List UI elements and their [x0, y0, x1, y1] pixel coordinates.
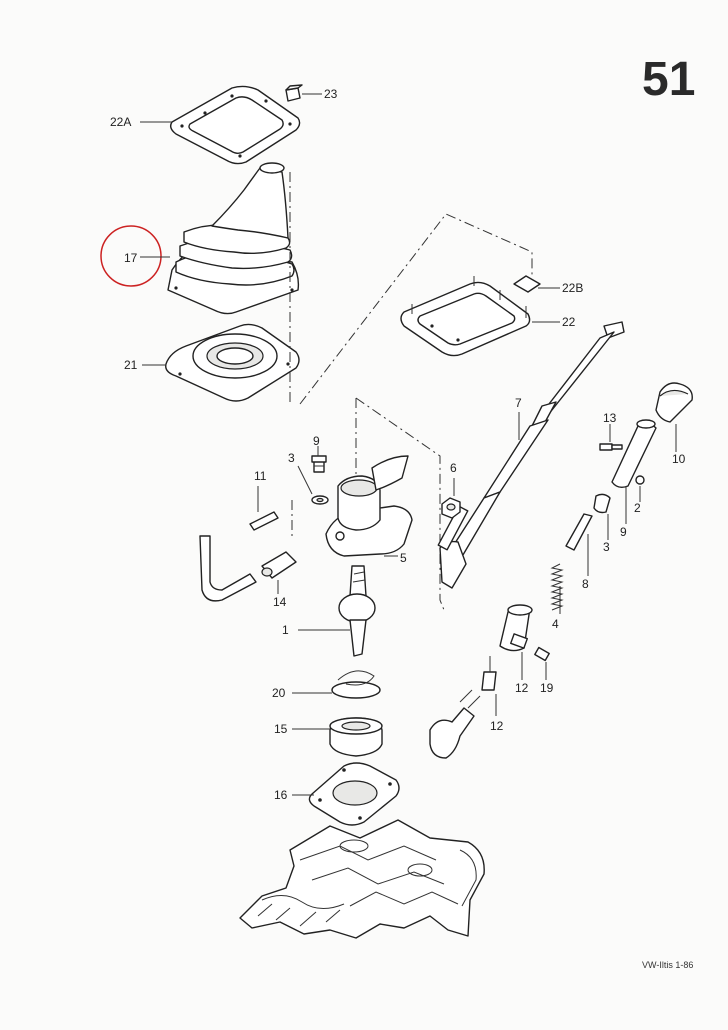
part-6-bolt	[311, 455, 327, 473]
part-16-set-screw	[534, 646, 550, 662]
page-number: 51	[642, 53, 695, 106]
part-23-nut	[285, 84, 303, 102]
callout-11: 9	[620, 525, 627, 539]
part-10-shift-knob	[655, 382, 693, 423]
part-18-ball-socket	[329, 717, 383, 757]
footer-code: VW-Iltis 1-86	[642, 960, 693, 970]
callout-9: 6	[450, 461, 457, 475]
callout-22b: 22B	[562, 281, 583, 295]
part-12-pin-upper	[565, 513, 593, 551]
part-11-lever-sleeve	[611, 419, 657, 489]
callout-5: 3	[288, 451, 295, 465]
callout-3: 5	[400, 551, 407, 565]
part-22-gasket	[400, 276, 531, 357]
callout-18: 15	[274, 722, 288, 736]
callout-8: 3	[603, 540, 610, 554]
part-14-pin	[635, 475, 645, 485]
part-4-rod-bushing	[199, 535, 297, 602]
callout-15: 12	[515, 681, 529, 695]
callout-16: 19	[540, 681, 554, 695]
callout-1: 1	[282, 623, 289, 637]
callout-17: 17	[124, 251, 138, 265]
callout-4: 14	[273, 595, 287, 609]
highlight-circle	[100, 225, 162, 287]
part-20-spring-ring	[331, 670, 381, 699]
part-2-pin	[249, 511, 279, 531]
part-9-nut	[441, 497, 461, 519]
part-21-seal-plate	[165, 323, 300, 402]
callout-10: 10	[672, 452, 686, 466]
part-5-washer	[311, 495, 329, 505]
part-shift-finger	[429, 689, 481, 759]
part-22b-clip	[513, 275, 541, 293]
callout-23: 23	[324, 87, 338, 101]
callout-22: 22	[562, 315, 576, 329]
callout-19: 4	[552, 617, 559, 631]
callout-6: 9	[313, 434, 320, 448]
callout-7: 7	[515, 396, 522, 410]
part-22a-gasket	[169, 85, 301, 165]
part-19-spring	[550, 563, 564, 611]
callout-21: 21	[124, 358, 138, 372]
callout-14: 2	[634, 501, 641, 515]
part-8-bushing	[593, 493, 611, 514]
part-3-lever-housing	[325, 455, 413, 557]
callout-12-lower: 12	[490, 719, 504, 733]
part-24-gasket	[308, 762, 400, 826]
callout-13: 13	[603, 411, 617, 425]
gearbox-housing	[239, 819, 485, 939]
part-1-shift-lever	[338, 565, 376, 657]
part-7-shift-rod	[437, 321, 625, 589]
callout-22a: 22A	[110, 115, 131, 129]
callout-12-upper: 8	[582, 577, 589, 591]
part-12-pin-lower	[481, 656, 497, 691]
part-13-screw	[599, 443, 623, 451]
callout-2: 11	[254, 469, 267, 483]
part-17-gear-boot	[167, 162, 300, 315]
callout-24: 16	[274, 788, 288, 802]
part-15-coupling	[499, 604, 533, 652]
callout-20: 20	[272, 686, 286, 700]
